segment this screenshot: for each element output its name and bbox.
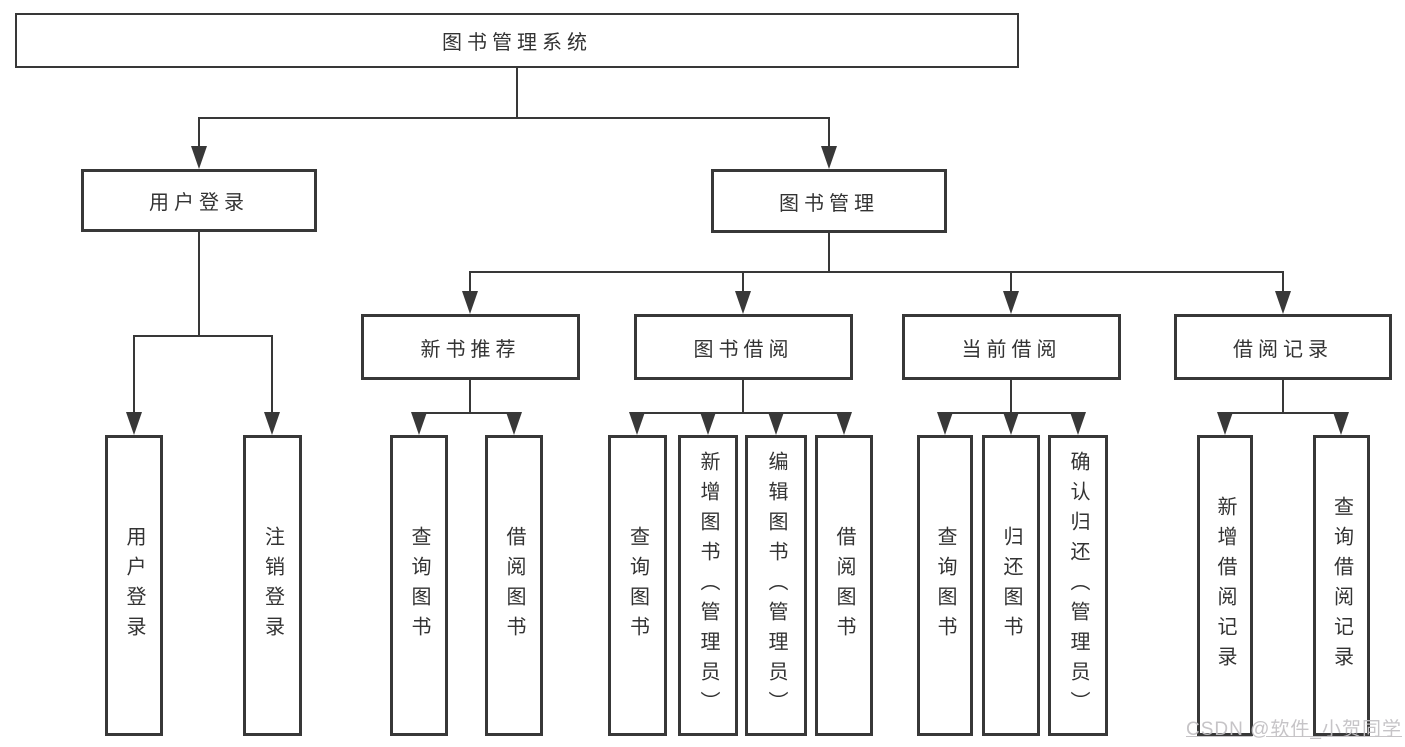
connector-hline: [636, 412, 846, 414]
leaf-confirm-return-admin: 确认归还（管理员）: [1048, 435, 1108, 736]
leaf-label: 查询图书: [934, 525, 956, 646]
leaf-borrow-book-recommend: 借阅图书: [485, 435, 543, 736]
connector-vline: [271, 335, 273, 413]
connector-vline: [469, 271, 471, 293]
leaf-borrow-book: 借阅图书: [815, 435, 873, 736]
node-user-login: 用户登录: [81, 169, 317, 232]
connector-vline: [198, 117, 200, 147]
node-borrowing-records: 借阅记录: [1174, 314, 1392, 380]
arrowhead-icon: [1217, 412, 1233, 435]
leaf-label: 新增借阅记录: [1214, 495, 1236, 676]
node-library-management-system: 图书管理系统: [15, 13, 1019, 68]
node-label: 当前借阅: [961, 338, 1062, 361]
connector-vline: [133, 335, 135, 413]
leaf-edit-book-admin: 编辑图书（管理员）: [745, 435, 807, 736]
leaf-label: 借阅图书: [503, 525, 525, 646]
node-label: 图书管理: [779, 192, 879, 215]
leaf-label: 编辑图书（管理员）: [765, 450, 787, 721]
connector-hline: [198, 117, 830, 119]
connector-hline: [418, 412, 516, 414]
arrowhead-icon: [506, 412, 522, 435]
connector-vline: [516, 68, 518, 118]
connector-vline: [1010, 271, 1012, 293]
node-label: 图书管理系统: [442, 32, 592, 54]
connector-vline: [828, 232, 830, 272]
leaf-label: 新增图书（管理员）: [697, 450, 719, 721]
node-label: 借阅记录: [1233, 338, 1333, 361]
connector-vline: [1282, 271, 1284, 293]
connector-vline: [198, 231, 200, 336]
arrowhead-icon: [462, 291, 478, 314]
leaf-query-book-borrow: 查询图书: [608, 435, 667, 736]
connector-hline: [133, 335, 273, 337]
node-label: 新书推荐: [420, 338, 521, 361]
arrowhead-icon: [836, 412, 852, 435]
connector-vline: [1282, 379, 1284, 414]
connector-vline: [742, 379, 744, 414]
connector-hline: [1224, 412, 1343, 414]
leaf-label: 查询借阅记录: [1330, 495, 1353, 676]
leaf-logout: 注销登录: [243, 435, 302, 736]
connector-vline: [828, 117, 830, 147]
leaf-label: 归还图书: [1000, 525, 1022, 646]
arrowhead-icon: [700, 412, 716, 435]
leaf-user-login: 用户登录: [105, 435, 163, 736]
node-label: 图书借阅: [693, 338, 794, 361]
leaf-query-borrow-record: 查询借阅记录: [1313, 435, 1370, 736]
arrowhead-icon: [126, 412, 142, 435]
arrowhead-icon: [264, 412, 280, 435]
connector-vline: [742, 271, 744, 293]
arrowhead-icon: [629, 412, 645, 435]
leaf-label: 查询图书: [626, 525, 649, 646]
arrowhead-icon: [411, 412, 427, 435]
arrowhead-icon: [735, 291, 751, 314]
leaf-add-book-admin: 新增图书（管理员）: [678, 435, 738, 736]
node-new-book-recommendation: 新书推荐: [361, 314, 580, 380]
node-label: 用户登录: [149, 192, 249, 214]
node-book-borrowing: 图书借阅: [634, 314, 853, 380]
arrowhead-icon: [191, 146, 207, 169]
arrowhead-icon: [1070, 412, 1086, 435]
arrowhead-icon: [937, 412, 953, 435]
leaf-label: 借阅图书: [833, 525, 855, 646]
leaf-query-book-current: 查询图书: [917, 435, 973, 736]
connector-hline: [469, 271, 1284, 273]
leaf-label: 用户登录: [123, 525, 145, 646]
leaf-add-borrow-record: 新增借阅记录: [1197, 435, 1253, 736]
arrowhead-icon: [821, 146, 837, 169]
csdn-watermark: CSDN @软件_小贺同学: [1186, 714, 1402, 741]
leaf-label: 注销登录: [261, 525, 284, 646]
node-book-management: 图书管理: [711, 169, 947, 233]
watermark-text: CSDN @软件_小贺同学: [1186, 719, 1402, 740]
arrowhead-icon: [1333, 412, 1349, 435]
connector-vline: [1010, 379, 1012, 414]
arrowhead-icon: [768, 412, 784, 435]
leaf-return-book: 归还图书: [982, 435, 1040, 736]
arrowhead-icon: [1003, 291, 1019, 314]
connector-vline: [469, 379, 471, 414]
arrowhead-icon: [1003, 412, 1019, 435]
node-current-borrowing: 当前借阅: [902, 314, 1121, 380]
arrowhead-icon: [1275, 291, 1291, 314]
leaf-label: 确认归还（管理员）: [1067, 450, 1089, 721]
leaf-label: 查询图书: [408, 525, 430, 646]
leaf-query-book-recommend: 查询图书: [390, 435, 448, 736]
